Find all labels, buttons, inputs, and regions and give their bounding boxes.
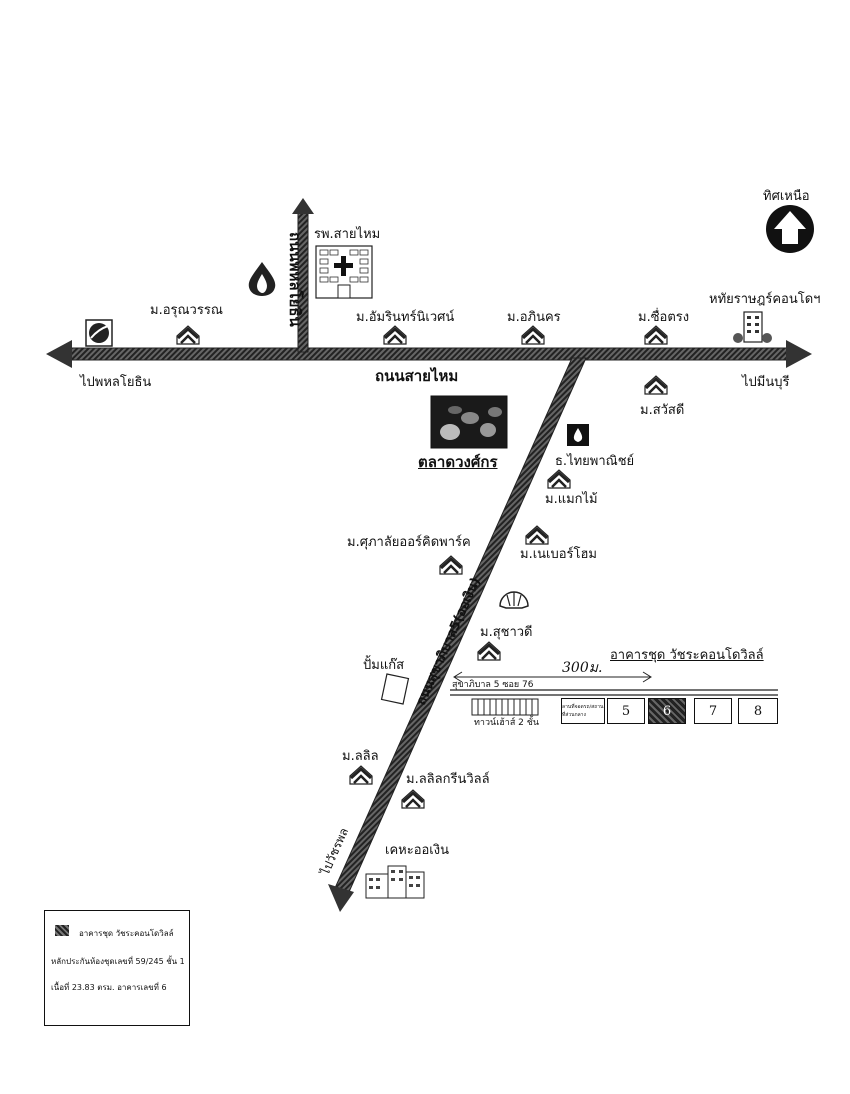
neighbor-label: ม.เนเบอร์โฮม — [520, 547, 598, 562]
main-road — [46, 340, 812, 368]
supalai-label: ม.ศุภาลัยออร์คิดพาร์ค — [347, 535, 471, 550]
apartment-building-icon — [365, 865, 425, 899]
house-icon — [546, 468, 572, 490]
aroonwan-label: ม.อรุณวรรณ — [150, 303, 223, 318]
gas-label: ปั้มแก๊ส — [363, 658, 405, 673]
soi-road — [450, 689, 778, 696]
suetrong-label: ม.ซื่อตรง — [638, 310, 690, 325]
ptt-logo-icon — [85, 319, 113, 347]
diagonal-road — [328, 357, 587, 912]
west-direction: ไปพหลโยธิน — [80, 375, 152, 390]
lalin-green-label: ม.ลลิลกรีนวิลล์ — [406, 772, 490, 787]
unit-8: 8 — [738, 698, 778, 724]
sawasdee-label: ม.สวัสดี — [640, 403, 685, 418]
north-arrow-icon — [766, 205, 814, 253]
target-title-label: อาคารชุด วัชระคอนโดวิลล์ — [610, 648, 764, 663]
house-icon — [643, 374, 669, 396]
gas-station-box — [380, 673, 410, 705]
townhouse-label: ทาวน์เฮ้าส์ 2 ชั้น — [474, 718, 540, 728]
north-label: ทิศเหนือ — [763, 189, 810, 204]
unit-7: 7 — [694, 698, 732, 724]
house-icon — [438, 554, 464, 576]
legend-deed: หลักประกันห้องชุดเลขที่ 59/245 ชั้น 1 — [51, 957, 185, 966]
house-icon — [382, 324, 408, 346]
maekmai-label: ม.แมกไม้ — [545, 492, 598, 507]
house-icon — [520, 324, 546, 346]
unit-5: 5 — [607, 698, 645, 724]
house-icon — [175, 324, 201, 346]
kheha-label: เคหะออเงิน — [385, 843, 449, 858]
market-label: ตลาดวงศ์กร — [418, 453, 498, 471]
bank-logo-icon — [567, 424, 589, 446]
legend-area: เนื้อที่ 23.83 ตรม. อาคารเลขที่ 6 — [51, 983, 167, 992]
suchawadee-label: ม.สุชาวดี — [480, 625, 533, 640]
townhouse-block — [471, 698, 539, 716]
shell-logo-icon — [499, 591, 529, 609]
legend-box: อาคารชุด วัชระคอนโดวิลล์ หลักประกันห้องช… — [44, 910, 190, 1026]
distance-label: 300ม. — [562, 660, 602, 676]
vertical-road — [292, 198, 314, 353]
east-direction: ไปมีนบุรี — [742, 375, 790, 390]
legend-building: อาคารชุด วัชระคอนโดวิลล์ — [79, 929, 174, 938]
market-photo — [430, 395, 508, 449]
main-road-label: ถนนสายไหม — [375, 367, 459, 385]
house-icon — [524, 524, 550, 546]
house-icon — [643, 324, 669, 346]
amarin-label: ม.อัมรินทร์นิเวศน์ — [356, 310, 455, 325]
lalin-label: ม.ลลิล — [342, 749, 379, 764]
legend-swatch — [55, 925, 69, 936]
unit-6-target: 6 — [648, 698, 686, 724]
temple-icon — [248, 262, 276, 296]
condo-north-label: หทัยราษฎร์คอนโดฯ — [709, 292, 821, 307]
house-icon — [348, 764, 374, 786]
distance-arrow — [453, 671, 652, 683]
bank-label: ธ.ไทยพาณิชย์ — [555, 454, 635, 469]
soi-label: สุขาภิบาล 5 ซอย 76 — [452, 680, 534, 690]
hospital-label: รพ.สายไหม — [314, 227, 381, 242]
condo-building-icon — [733, 311, 772, 343]
aphinakorn-label: ม.อภินคร — [507, 310, 561, 325]
car-park-unit: ลานที่จอดรถ/สถานที่ส่วนกลาง — [561, 698, 605, 724]
hospital-icon — [315, 245, 373, 299]
house-icon — [400, 788, 426, 810]
house-icon — [476, 640, 502, 662]
vertical-road-label: ถนนพหลโยธิน — [286, 232, 305, 328]
